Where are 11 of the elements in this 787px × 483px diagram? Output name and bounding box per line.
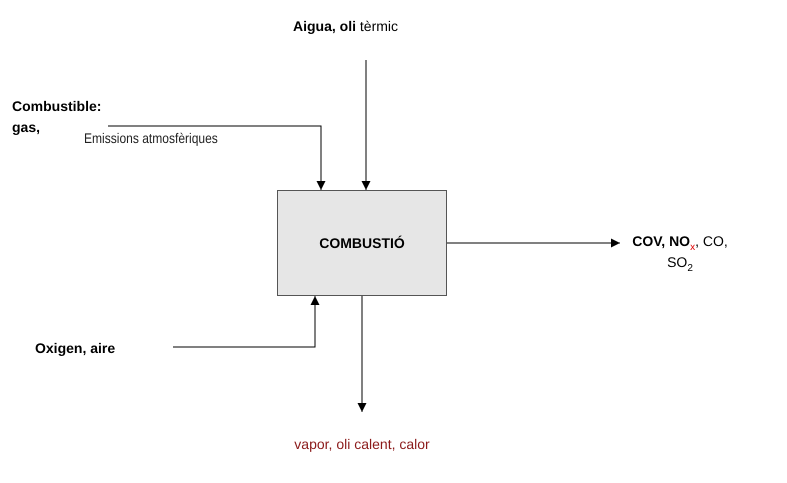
- output-label: COV, NO$_{x}$, CO, SO$_{2}$: [620, 231, 740, 277]
- arrow: [362, 60, 370, 190]
- output-label: vapor, oli calent, calor: [292, 434, 432, 480]
- arrow: [172, 296, 320, 348]
- input-label: Oxigen, aire: [35, 338, 153, 360]
- process-box: COMBUSTIÓ: [277, 190, 447, 296]
- arrow: [108, 126, 326, 190]
- note-label: Emissions atmosfèriques: [84, 130, 218, 146]
- arrow: [446, 238, 620, 248]
- arrow: [358, 296, 366, 412]
- input-label: Aigua, oli tèrmic: [293, 16, 405, 60]
